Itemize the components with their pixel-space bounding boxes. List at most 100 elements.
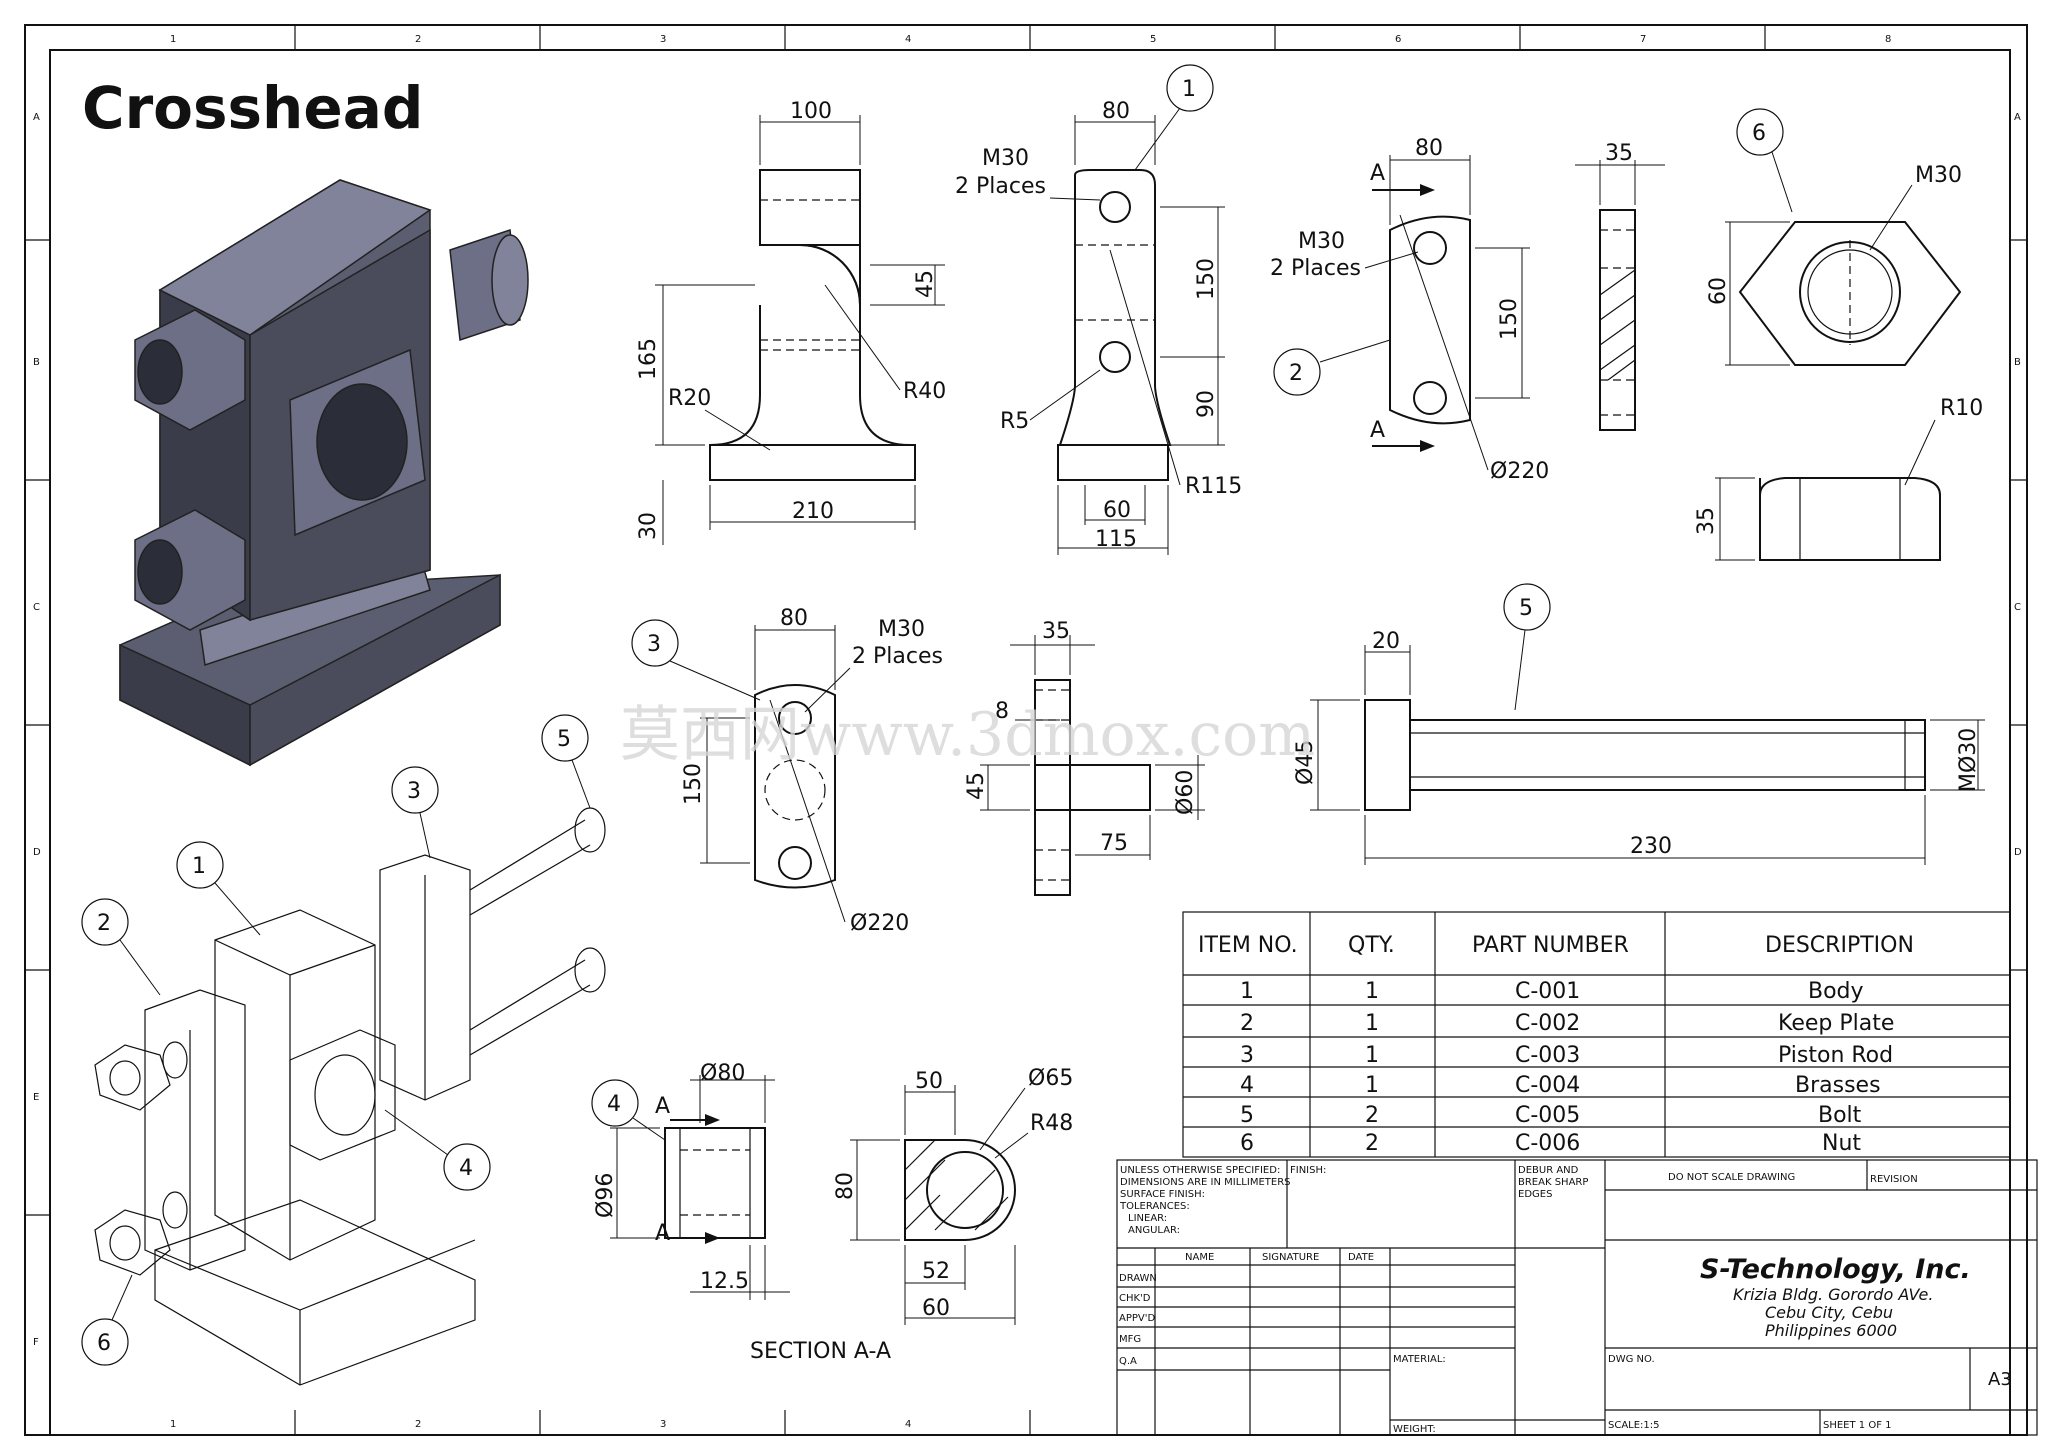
bom-header-desc: DESCRIPTION bbox=[1765, 933, 1914, 958]
svg-text:DEBUR AND: DEBUR AND bbox=[1518, 1165, 1579, 1176]
zone-row-d: D bbox=[33, 847, 41, 858]
svg-text:1: 1 bbox=[1365, 1043, 1379, 1068]
svg-text:MATERIAL:: MATERIAL: bbox=[1393, 1354, 1446, 1365]
svg-text:1: 1 bbox=[1365, 1073, 1379, 1098]
zone-col-8: 8 bbox=[1885, 34, 1891, 45]
bom-header-qty: QTY. bbox=[1348, 933, 1395, 958]
svg-text:ANGULAR:: ANGULAR: bbox=[1128, 1225, 1180, 1236]
zone-row-d-right: D bbox=[2014, 847, 2022, 858]
svg-text:Keep Plate: Keep Plate bbox=[1778, 1011, 1894, 1036]
svg-text:90: 90 bbox=[1194, 390, 1219, 418]
svg-text:TOLERANCES:: TOLERANCES: bbox=[1119, 1201, 1190, 1212]
balloon-1-exploded bbox=[176, 841, 224, 889]
svg-text:35: 35 bbox=[1694, 507, 1719, 535]
svg-text:1: 1 bbox=[1182, 77, 1196, 102]
balloon-6-exploded bbox=[81, 1318, 129, 1366]
table-row: 2 bbox=[1240, 1011, 1254, 1036]
svg-text:1: 1 bbox=[1365, 1011, 1379, 1036]
svg-text:Body: Body bbox=[1808, 979, 1864, 1004]
zone-col-2-bottom: 2 bbox=[415, 1419, 421, 1430]
svg-text:45: 45 bbox=[964, 772, 989, 800]
svg-text:A3: A3 bbox=[1988, 1369, 2012, 1390]
balloon-2 bbox=[1273, 348, 1321, 396]
svg-text:Ø96: Ø96 bbox=[593, 1173, 618, 1218]
svg-text:NAME: NAME bbox=[1185, 1252, 1214, 1263]
svg-text:1: 1 bbox=[192, 854, 206, 879]
svg-text:SHEET 1 OF 1: SHEET 1 OF 1 bbox=[1823, 1420, 1892, 1431]
view-body-front: 100 45 165 30 R20 R40 210 bbox=[636, 99, 946, 545]
svg-text:115: 115 bbox=[1095, 527, 1137, 552]
svg-text:C-002: C-002 bbox=[1515, 1011, 1580, 1036]
svg-text:60: 60 bbox=[1103, 498, 1131, 523]
svg-text:230: 230 bbox=[1630, 834, 1672, 859]
svg-text:30: 30 bbox=[636, 512, 661, 540]
svg-text:Q.A: Q.A bbox=[1119, 1356, 1137, 1367]
svg-text:M30: M30 bbox=[878, 617, 925, 642]
svg-text:2: 2 bbox=[97, 911, 111, 936]
svg-text:A: A bbox=[1370, 418, 1385, 443]
svg-text:A: A bbox=[1370, 161, 1385, 186]
svg-text:R20: R20 bbox=[668, 386, 711, 411]
zone-row-a: A bbox=[33, 112, 40, 123]
svg-text:BREAK SHARP: BREAK SHARP bbox=[1518, 1177, 1588, 1188]
svg-text:LINEAR:: LINEAR: bbox=[1128, 1213, 1167, 1224]
svg-text:M30: M30 bbox=[1915, 163, 1962, 188]
svg-text:R48: R48 bbox=[1030, 1111, 1073, 1136]
svg-text:C-005: C-005 bbox=[1515, 1103, 1580, 1128]
zone-col-4: 4 bbox=[905, 34, 911, 45]
svg-text:DRAWN: DRAWN bbox=[1119, 1273, 1157, 1284]
svg-text:Nut: Nut bbox=[1822, 1131, 1861, 1156]
svg-text:80: 80 bbox=[780, 606, 808, 631]
zone-col-1-bottom: 1 bbox=[170, 1419, 176, 1430]
zone-col-2: 2 bbox=[415, 34, 421, 45]
zone-col-4-bottom: 4 bbox=[905, 1419, 911, 1430]
zone-row-e: E bbox=[33, 1092, 39, 1103]
company-name: S-Technology, Inc. bbox=[1700, 1254, 1971, 1285]
svg-text:R115: R115 bbox=[1185, 474, 1242, 499]
zone-row-f: F bbox=[33, 1337, 39, 1348]
svg-text:REVISION: REVISION bbox=[1870, 1174, 1918, 1185]
balloon-5-exploded bbox=[541, 714, 589, 762]
svg-text:Ø220: Ø220 bbox=[1490, 459, 1549, 484]
table-row: 4 bbox=[1240, 1073, 1254, 1098]
svg-text:60: 60 bbox=[922, 1296, 950, 1321]
svg-text:DWG NO.: DWG NO. bbox=[1608, 1354, 1655, 1365]
svg-text:A: A bbox=[655, 1094, 670, 1119]
svg-text:5: 5 bbox=[1519, 596, 1533, 621]
table-row: 3 bbox=[1240, 1043, 1254, 1068]
svg-text:WEIGHT:: WEIGHT: bbox=[1393, 1424, 1436, 1435]
svg-text:A: A bbox=[655, 1221, 670, 1246]
svg-text:6: 6 bbox=[1752, 121, 1766, 146]
svg-text:C-001: C-001 bbox=[1515, 979, 1580, 1004]
svg-text:C-003: C-003 bbox=[1515, 1043, 1580, 1068]
zone-row-a-right: A bbox=[2014, 112, 2021, 123]
svg-text:3: 3 bbox=[407, 779, 421, 804]
balloons: 1 2 6 3 5 4 1 2 3 5 4 6 bbox=[81, 64, 1793, 1366]
svg-text:CHK'D: CHK'D bbox=[1119, 1293, 1151, 1304]
svg-text:Ø220: Ø220 bbox=[850, 911, 909, 936]
svg-text:R40: R40 bbox=[903, 379, 946, 404]
svg-text:SURFACE FINISH:: SURFACE FINISH: bbox=[1120, 1189, 1205, 1200]
svg-text:35: 35 bbox=[1605, 141, 1633, 166]
svg-text:Piston Rod: Piston Rod bbox=[1778, 1043, 1893, 1068]
svg-text:45: 45 bbox=[913, 270, 938, 298]
title-block: UNLESS OTHERWISE SPECIFIED: DIMENSIONS A… bbox=[1116, 1159, 2038, 1436]
view-bolt: 20 Ø45 MØ30 230 bbox=[1293, 629, 1985, 865]
balloon-3-exploded bbox=[391, 766, 439, 814]
svg-text:FINISH:: FINISH: bbox=[1290, 1165, 1326, 1176]
svg-text:4: 4 bbox=[459, 1156, 473, 1181]
zone-ticks bbox=[25, 25, 2027, 1435]
view-piston-side: 35 8 45 Ø60 75 bbox=[964, 619, 1205, 896]
svg-text:M30: M30 bbox=[1298, 229, 1345, 254]
zone-col-1: 1 bbox=[170, 34, 176, 45]
balloon-3 bbox=[631, 619, 679, 667]
svg-text:80: 80 bbox=[833, 1172, 858, 1200]
table-row: 6 bbox=[1240, 1131, 1254, 1156]
svg-text:20: 20 bbox=[1372, 629, 1400, 654]
svg-text:8: 8 bbox=[995, 699, 1009, 724]
svg-text:150: 150 bbox=[1497, 298, 1522, 340]
zone-col-6: 6 bbox=[1395, 34, 1401, 45]
view-body-side: 80 M30 2 Places 150 90 R5 R115 60 115 bbox=[955, 99, 1242, 555]
bom-table: ITEM NO. QTY. PART NUMBER DESCRIPTION 1 … bbox=[1182, 911, 2011, 1158]
